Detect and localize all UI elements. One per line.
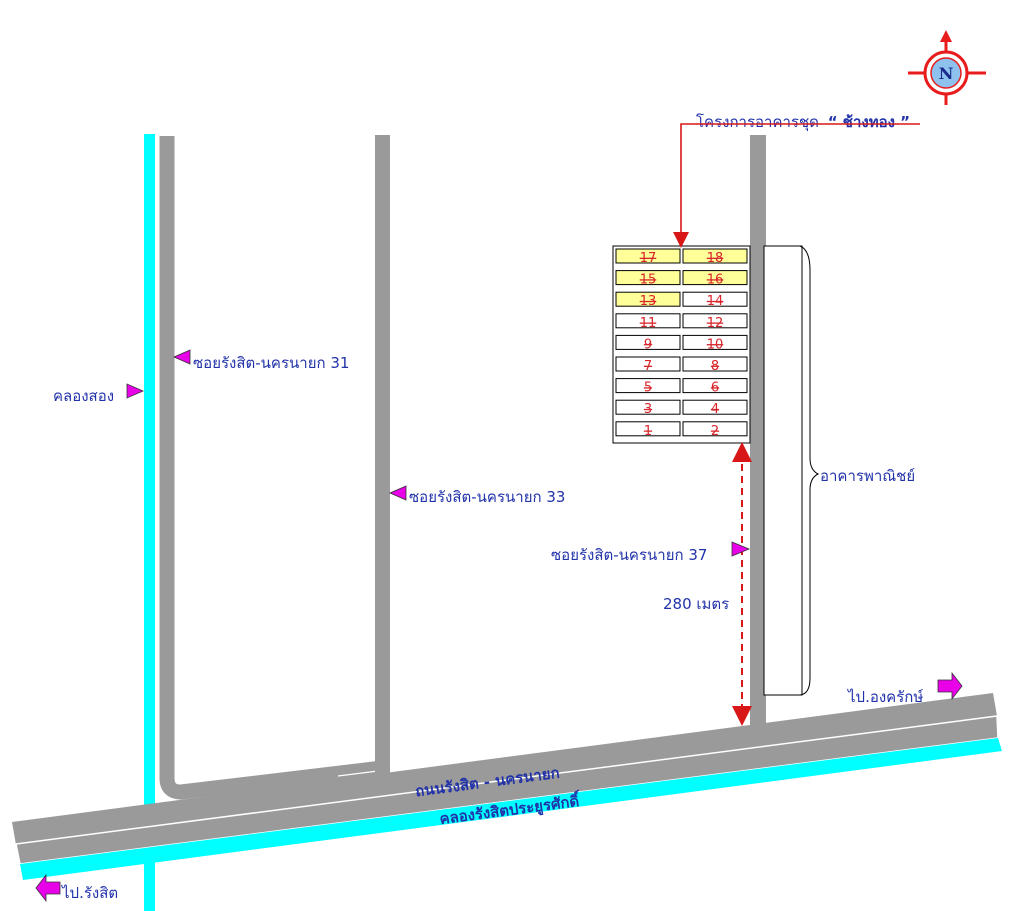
soi-37-flag-icon [731, 541, 751, 557]
unit-cell [682, 399, 748, 415]
unit-cell [615, 334, 681, 350]
to-ongkharak-label: ไป.องครักษ์ [847, 688, 924, 706]
khlong-song-canal [144, 134, 155, 911]
unit-cell [615, 421, 681, 437]
compass-letter: N [939, 64, 954, 83]
unit-number: 15 [640, 273, 657, 288]
unit-cell [615, 270, 681, 286]
compass-icon: N [908, 30, 986, 105]
unit-cell [615, 248, 681, 264]
soi-33-road [375, 135, 390, 775]
unit-cell [682, 421, 748, 437]
unit-number: 4 [711, 402, 719, 417]
unit-number: 14 [707, 294, 724, 309]
soi-31-label: ซอยรังสิต-นครนายก 31 [193, 354, 349, 372]
soi-31-road [159, 136, 383, 800]
unit-cell [615, 313, 681, 329]
project-leader [673, 123, 920, 248]
soi-33-flag-icon [389, 485, 407, 501]
unit-number: 9 [644, 337, 652, 352]
commercial-building [763, 245, 803, 696]
distance-label: 280 เมตร [663, 595, 729, 613]
unit-number: 18 [707, 251, 724, 266]
project-title-prefix: โครงการอาคารชุด [696, 113, 819, 132]
unit-number: 16 [707, 273, 724, 288]
unit-cell [682, 378, 748, 394]
soi-37-road [750, 135, 766, 730]
unit-cell [615, 291, 681, 307]
unit-number: 3 [644, 402, 652, 417]
commercial-label: อาคารพาณิชย์ [820, 467, 915, 485]
unit-number: 1 [644, 424, 652, 439]
unit-cell [615, 378, 681, 394]
main-road [12, 693, 997, 845]
project-title-name: “ ช้างทอง ” [828, 113, 910, 131]
unit-number: 7 [644, 359, 652, 374]
unit-cell [682, 270, 748, 286]
khlong-song-label: คลองสอง [53, 387, 114, 405]
main-canal [20, 738, 1002, 880]
unit-cell [682, 248, 748, 264]
unit-number: 17 [640, 251, 657, 266]
to-ongkharak-arrow-icon [937, 671, 963, 701]
unit-cell [615, 356, 681, 372]
unit-number: 12 [707, 316, 724, 331]
commercial-brace [799, 245, 820, 696]
unit-number: 5 [644, 381, 652, 396]
to-rangsit-arrow-icon [35, 873, 61, 903]
to-rangsit-label: ไป.รังสิต [61, 884, 118, 902]
unit-number: 6 [711, 381, 719, 396]
unit-number: 2 [711, 424, 719, 439]
unit-number: 8 [711, 359, 719, 374]
soi-33-label: ซอยรังสิต-นครนายก 33 [409, 488, 565, 506]
unit-cell [682, 313, 748, 329]
unit-cell [682, 334, 748, 350]
soi-37-label: ซอยรังสิต-นครนายก 37 [551, 546, 707, 564]
unit-number: 10 [707, 337, 724, 352]
unit-cell [682, 291, 748, 307]
soi-31-flag-icon [173, 349, 191, 365]
project-title: โครงการอาคารชุด “ ช้างทอง ” [696, 113, 910, 132]
khlong-song-flag-icon [126, 383, 144, 399]
unit-cell [615, 399, 681, 415]
unit-number: 13 [640, 294, 657, 309]
unit-cell [682, 356, 748, 372]
unit-number: 11 [640, 316, 657, 331]
